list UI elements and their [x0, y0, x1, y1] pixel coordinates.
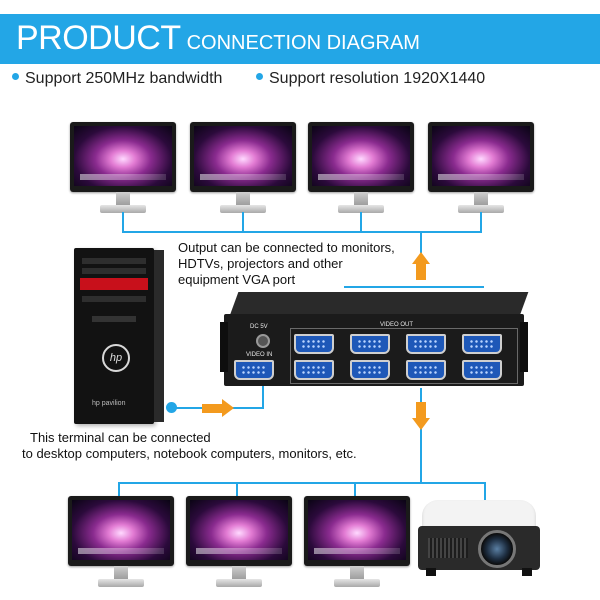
input-note: This terminal can be connected to deskto…	[22, 430, 408, 462]
vga-output-port	[406, 360, 446, 380]
connection-line	[480, 212, 482, 232]
connection-line	[420, 388, 422, 484]
connection-line	[122, 212, 124, 232]
vga-output-port	[350, 334, 390, 354]
connection-line	[262, 384, 264, 409]
vga-output-port	[350, 360, 390, 380]
monitor-icon	[428, 122, 534, 218]
feature-bandwidth-text: Support 250MHz bandwidth	[25, 70, 223, 87]
connection-line	[122, 231, 482, 233]
dc-label: DC 5V	[250, 324, 268, 330]
arrow-down-icon	[416, 402, 426, 418]
vga-output-port	[294, 360, 334, 380]
monitor-icon	[68, 496, 174, 592]
arrow-right-icon	[222, 399, 234, 417]
video-in-label: VIDEO IN	[246, 352, 273, 358]
hp-logo: hp	[102, 344, 130, 372]
connection-line	[242, 212, 244, 232]
title-connection-diagram: CONNECTION DIAGRAM	[186, 32, 420, 54]
vga-output-port	[462, 360, 502, 380]
vga-output-port	[294, 334, 334, 354]
bullet-icon	[12, 73, 19, 81]
feature-resolution-text: Support resolution 1920X1440	[269, 70, 486, 87]
arrow-down-icon	[412, 418, 430, 430]
monitor-icon	[304, 496, 410, 592]
output-note-line: Output can be connected to monitors,	[178, 240, 395, 255]
connection-line	[118, 482, 120, 496]
connection-line	[484, 482, 486, 500]
monitor-icon	[190, 122, 296, 218]
arrow-up-icon	[412, 252, 430, 264]
monitor-icon	[70, 122, 176, 218]
vga-output-port	[462, 334, 502, 354]
video-out-label: VIDEO OUT	[380, 322, 414, 328]
output-note-line: HDTVs, projectors and other	[178, 256, 343, 271]
connection-line	[118, 482, 486, 484]
feature-bandwidth: Support 250MHz bandwidth	[12, 70, 222, 88]
projector-icon	[418, 500, 540, 578]
title-product: PRODUCT	[16, 19, 181, 57]
input-note-line: This terminal can be connected	[30, 430, 211, 445]
feature-resolution: Support resolution 1920X1440	[256, 70, 485, 88]
bullet-icon	[256, 73, 263, 81]
connector-dot-icon	[166, 402, 177, 413]
monitor-icon	[186, 496, 292, 592]
video-out-panel	[290, 328, 518, 384]
arrow-up-icon	[416, 262, 426, 280]
connection-line	[236, 482, 238, 496]
connection-line	[344, 286, 484, 288]
input-note-line: to desktop computers, notebook computers…	[22, 446, 357, 461]
connection-line	[354, 482, 356, 496]
output-note: Output can be connected to monitors, HDT…	[178, 240, 418, 288]
connection-line	[420, 231, 422, 253]
output-note-line: equipment VGA port	[178, 272, 296, 287]
arrow-right-icon	[202, 404, 222, 413]
dc-power-jack	[256, 334, 270, 348]
monitor-icon	[308, 122, 414, 218]
pc-side-panel	[154, 250, 164, 422]
vga-splitter-device: DC 5V VIDEO IN VIDEO OUT	[220, 292, 529, 386]
connection-line	[360, 212, 362, 232]
desktop-computer-icon: hp hp pavilion	[74, 248, 154, 424]
pc-brand-label: hp pavilion	[92, 400, 126, 407]
vga-input-port	[234, 360, 274, 380]
vga-output-port	[406, 334, 446, 354]
